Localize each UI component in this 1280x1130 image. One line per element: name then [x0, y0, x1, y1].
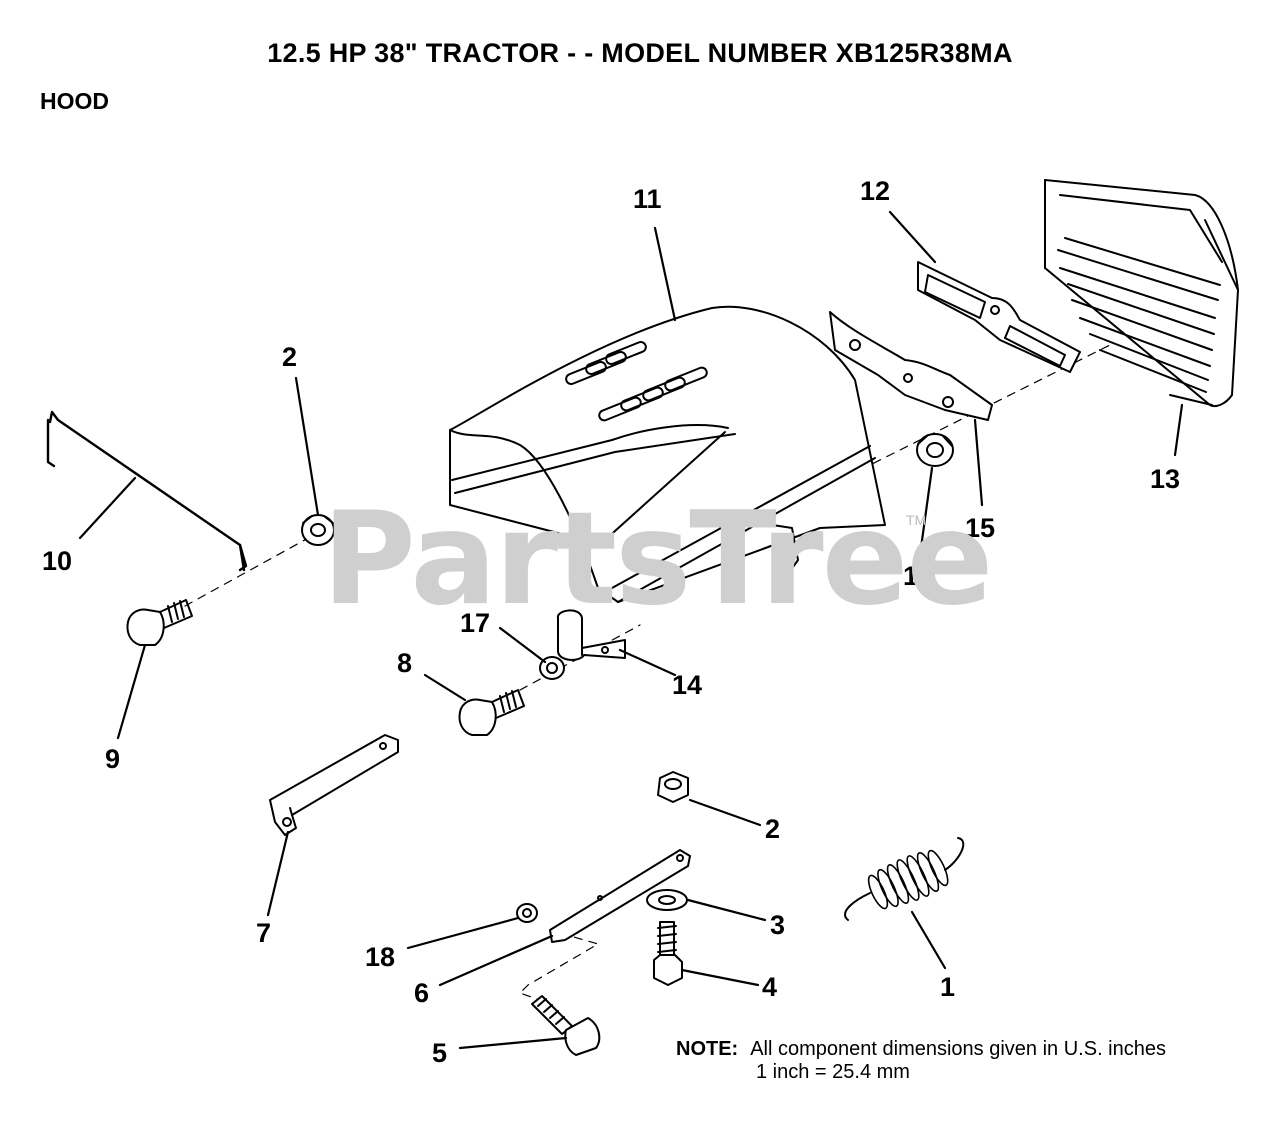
callout-9: 9	[105, 744, 120, 774]
callout-leaders	[78, 210, 1184, 1050]
nut-2-upper	[301, 514, 335, 546]
callout-14: 14	[672, 670, 702, 700]
callout-7: 7	[256, 918, 271, 948]
note-label: NOTE:	[676, 1038, 739, 1060]
hood-body	[449, 305, 886, 603]
callout-17: 17	[460, 608, 490, 638]
callout-4: 4	[762, 972, 777, 1002]
callout-18: 18	[365, 942, 395, 972]
callout-numbers: 11 12 13 15 16 2 10 9 8 17 14 7 2 3 4 1 …	[42, 176, 1180, 1068]
nut-2-lower	[657, 771, 689, 803]
callout-2-lower: 2	[765, 814, 780, 844]
hood-strap	[549, 849, 691, 943]
callout-10: 10	[42, 546, 72, 576]
latch-bracket	[269, 734, 399, 836]
callout-5: 5	[432, 1038, 447, 1068]
bolt-8	[458, 689, 525, 736]
callout-1: 1	[940, 972, 955, 1002]
grille-louvers	[1057, 237, 1221, 393]
watermark-trademark: TM	[906, 512, 927, 528]
section-label: HOOD	[40, 88, 109, 114]
watermark: PartsTree	[322, 485, 993, 634]
hinge-bracket	[557, 609, 626, 661]
callout-3: 3	[770, 910, 785, 940]
dimension-note: NOTE: All component dimensions given in U…	[676, 1038, 1166, 1084]
callout-8: 8	[397, 648, 412, 678]
hood-spring	[844, 837, 965, 921]
callout-2-upper: 2	[282, 342, 297, 372]
grille-bracket	[829, 311, 993, 421]
washer-18	[516, 903, 538, 923]
bolt-4	[653, 921, 683, 986]
callout-11: 11	[633, 184, 662, 214]
callout-16: 16	[903, 561, 933, 591]
bolt-9	[126, 599, 193, 646]
hood-vent-slots	[565, 341, 708, 422]
callout-15: 15	[965, 513, 995, 543]
callout-13: 13	[1150, 464, 1180, 494]
diagram-title: 12.5 HP 38" TRACTOR - - MODEL NUMBER XB1…	[267, 38, 1013, 68]
washer-3	[646, 889, 688, 911]
callout-6: 6	[414, 978, 429, 1008]
grille	[1044, 179, 1239, 408]
washer-17	[539, 656, 565, 680]
grille-gasket	[917, 261, 1081, 373]
note-line-2: 1 inch = 25.4 mm	[756, 1061, 910, 1083]
hood-rod	[46, 410, 248, 572]
note-line-1: All component dimensions given in U.S. i…	[750, 1038, 1166, 1060]
bolt-5	[531, 995, 601, 1056]
callout-12: 12	[860, 176, 890, 206]
nut-16	[916, 433, 954, 467]
